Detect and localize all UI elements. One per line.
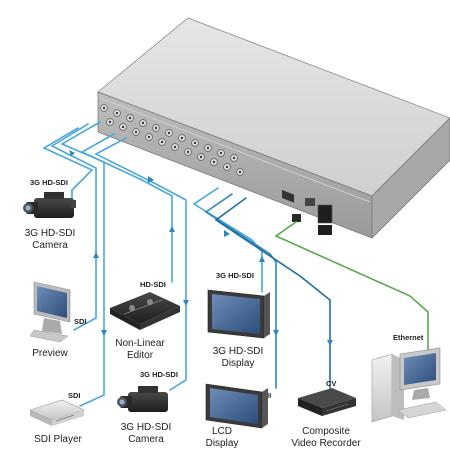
bnc-pin: [154, 126, 158, 130]
label-preview: Preview: [32, 348, 68, 359]
arrow-icon: [259, 256, 265, 262]
monitor-icon: [29, 281, 71, 343]
device-camera-2: 3G HD-SDI 3G HD-SDI Camera: [117, 370, 178, 445]
cable-display-1: [192, 187, 263, 293]
bnc-pin: [238, 170, 242, 174]
arrow-icon: [169, 226, 175, 232]
device-camera-1: 3G HD-SDI 3G HD-SDI Camera: [23, 178, 76, 251]
tag-sdi-player: SDI: [68, 391, 81, 400]
label-recorder-line2: Video Recorder: [291, 438, 361, 449]
arrow-icon: [148, 176, 154, 183]
bnc-pin: [199, 155, 203, 159]
cable-lcd-hdmi: [204, 193, 277, 389]
bnc-pin: [219, 151, 223, 155]
arrow-icon: [224, 230, 230, 237]
cable-preview: [50, 123, 97, 331]
device-computer: Ethernet: [371, 333, 447, 423]
router-chassis: [97, 17, 450, 239]
bnc-pin: [225, 165, 229, 169]
cable-cv: [214, 197, 331, 389]
computer-icon: [371, 347, 447, 423]
bnc-pin: [193, 141, 197, 145]
bnc-pin: [180, 136, 184, 140]
tag-display-1: 3G HD-SDI: [216, 271, 254, 280]
flat-display-icon: [205, 383, 268, 429]
bnc-pin: [147, 135, 151, 139]
tag-recorder: CV: [326, 379, 336, 388]
power-switch: [317, 204, 333, 224]
bnc-pin: [108, 120, 112, 124]
tag-preview: SDI: [74, 317, 87, 326]
label-camera-1-line1: 3G HD-SDI: [25, 228, 76, 239]
cable-editor: [80, 133, 173, 283]
label-display-1-line1: 3G HD-SDI: [213, 346, 264, 357]
bnc-pin: [173, 145, 177, 149]
bnc-pin: [160, 140, 164, 144]
direction-arrows: [69, 150, 333, 346]
tag-editor: HD-SDI: [140, 280, 166, 289]
device-preview: SDI Preview: [29, 281, 87, 359]
arrow-icon: [273, 330, 279, 336]
bnc-pin: [206, 146, 210, 150]
tag-camera-2: 3G HD-SDI: [140, 370, 178, 379]
arrow-icon: [183, 300, 189, 306]
cables: [42, 121, 429, 407]
flat-display-icon: [207, 289, 270, 339]
arrow-icon: [101, 330, 107, 336]
bnc-pin: [115, 111, 119, 115]
label-camera-2-line1: 3G HD-SDI: [121, 422, 172, 433]
tag-ethernet: Ethernet: [393, 333, 424, 342]
label-display-2-line2: Display: [206, 438, 239, 449]
panel-ports: [282, 190, 333, 235]
bnc-pin: [134, 130, 138, 134]
device-editor: HD-SDI Non-Linear Editor: [110, 280, 180, 361]
video-camera-icon: [117, 386, 168, 412]
arrow-icon: [69, 150, 75, 156]
device-display-1: 3G HD-SDI 3G HD-SDI Display: [207, 271, 270, 369]
cable-camera-2: [94, 137, 187, 391]
device-display-2: HDMI LCD Display: [205, 383, 271, 449]
bnc-pin: [141, 121, 145, 125]
editor-console-icon: [110, 292, 180, 330]
video-recorder-icon: [298, 388, 356, 416]
power-inlet: [318, 225, 332, 235]
cable-ethernet: [274, 221, 429, 361]
label-recorder-line1: Composite: [302, 426, 350, 437]
cable-sdi-player: [60, 121, 105, 407]
ethernet-port: [292, 214, 301, 222]
label-display-1-line2: Display: [222, 358, 255, 369]
label-sdi-player: SDI Player: [34, 434, 82, 445]
bnc-pin: [121, 125, 125, 129]
label-display-2-line1: LCD: [212, 426, 232, 437]
label-editor-line1: Non-Linear: [115, 338, 165, 349]
device-sdi-player: SDI SDI Player: [29, 391, 85, 445]
bnc-pin: [167, 131, 171, 135]
device-recorder: CV Composite Video Recorder: [291, 379, 361, 449]
label-editor-line2: Editor: [127, 350, 154, 361]
bnc-connector-row: [100, 104, 244, 176]
arrow-icon: [93, 252, 99, 258]
bnc-pin: [186, 150, 190, 154]
cable-camera-1: [42, 127, 94, 201]
bnc-pin: [232, 156, 236, 160]
label-camera-2-line2: Camera: [128, 434, 164, 445]
arrow-icon: [327, 340, 333, 346]
bnc-pin: [128, 116, 132, 120]
bnc-pin: [212, 160, 216, 164]
video-camera-icon: [23, 192, 76, 218]
disc-player-icon: [29, 399, 85, 426]
label-camera-1-line2: Camera: [32, 240, 68, 251]
tag-camera-1: 3G HD-SDI: [30, 178, 68, 187]
bnc-pin: [102, 106, 106, 110]
